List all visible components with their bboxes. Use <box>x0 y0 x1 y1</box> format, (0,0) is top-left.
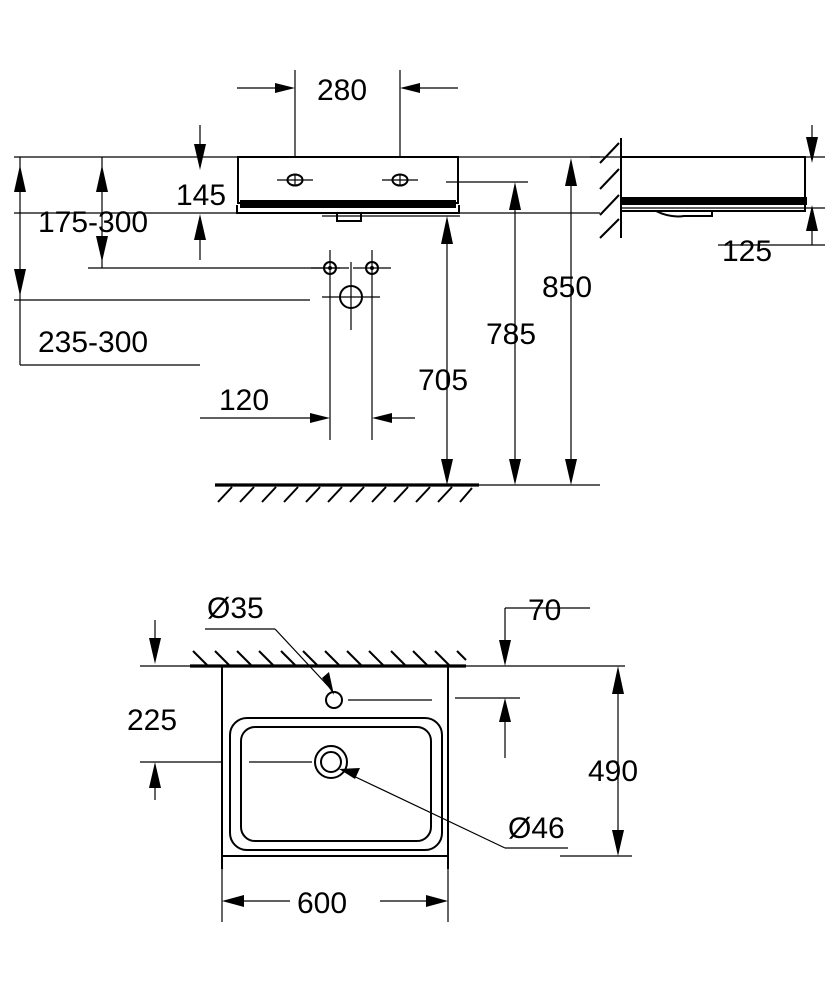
basin-body-side <box>620 156 807 218</box>
dim-label-850: 850 <box>542 271 592 304</box>
dim-supply-spacing-120: 120 <box>200 384 415 423</box>
dim-label-705: 705 <box>418 364 468 397</box>
dim-label-145: 145 <box>176 179 226 212</box>
dim-basin-width-600: 600 <box>221 862 449 922</box>
plumbing-connections-elevation <box>311 250 391 440</box>
dim-waste-to-floor-705: 705 <box>322 215 468 485</box>
basin-outline-plan <box>221 666 449 869</box>
dim-label-225: 225 <box>127 704 177 737</box>
top-plan-view: Ø35 Ø46 225 <box>127 592 638 922</box>
dim-label-d46: Ø46 <box>508 812 565 845</box>
tap-hole-right <box>382 173 418 187</box>
leader-overflow-diameter: Ø35 <box>205 592 334 695</box>
dim-tap-hole-spacing: 280 <box>237 70 458 190</box>
dim-label-600: 600 <box>297 887 347 920</box>
dim-label-235-300: 235-300 <box>38 326 148 359</box>
overflow-hole-plan <box>325 691 432 709</box>
dim-basin-depth-125: 125 <box>718 125 825 268</box>
dim-underside-to-floor-785: 785 <box>446 181 536 485</box>
dim-supply-height-inner <box>96 157 108 268</box>
basin-bowl-plan <box>229 717 443 851</box>
dim-basin-depth-490: 490 <box>560 666 638 857</box>
dim-label-125: 125 <box>722 235 772 268</box>
side-elevation-view: 125 <box>590 125 825 268</box>
waste-hole-plan <box>249 745 348 779</box>
front-elevation-view: 280 145 175-300 <box>14 70 600 503</box>
dim-label-d35: Ø35 <box>207 592 264 625</box>
basin-body-elevation <box>236 156 460 222</box>
tap-hole-left <box>277 173 313 187</box>
dim-rim-to-floor-850: 850 <box>542 158 592 485</box>
dim-rear-to-waste-225: 225 <box>127 620 222 800</box>
dim-label-785: 785 <box>486 318 536 351</box>
wall-hatching-side <box>599 142 620 239</box>
dim-waste-height-range: 235-300 <box>19 300 200 366</box>
dim-label-120: 120 <box>219 384 269 417</box>
dim-supply-height-range: 175-300 <box>14 157 148 300</box>
dim-label-490: 490 <box>588 755 638 788</box>
dim-label-175-300: 175-300 <box>38 206 148 239</box>
dim-basin-front-depth-145: 145 <box>176 125 226 260</box>
floor-line-elevation <box>215 483 600 503</box>
wall-line-plan <box>140 650 625 668</box>
dim-label-280: 280 <box>317 74 367 107</box>
leader-waste-diameter: Ø46 <box>339 768 568 849</box>
dim-rear-offset-70: 70 <box>455 594 590 758</box>
dim-label-70: 70 <box>528 594 561 627</box>
